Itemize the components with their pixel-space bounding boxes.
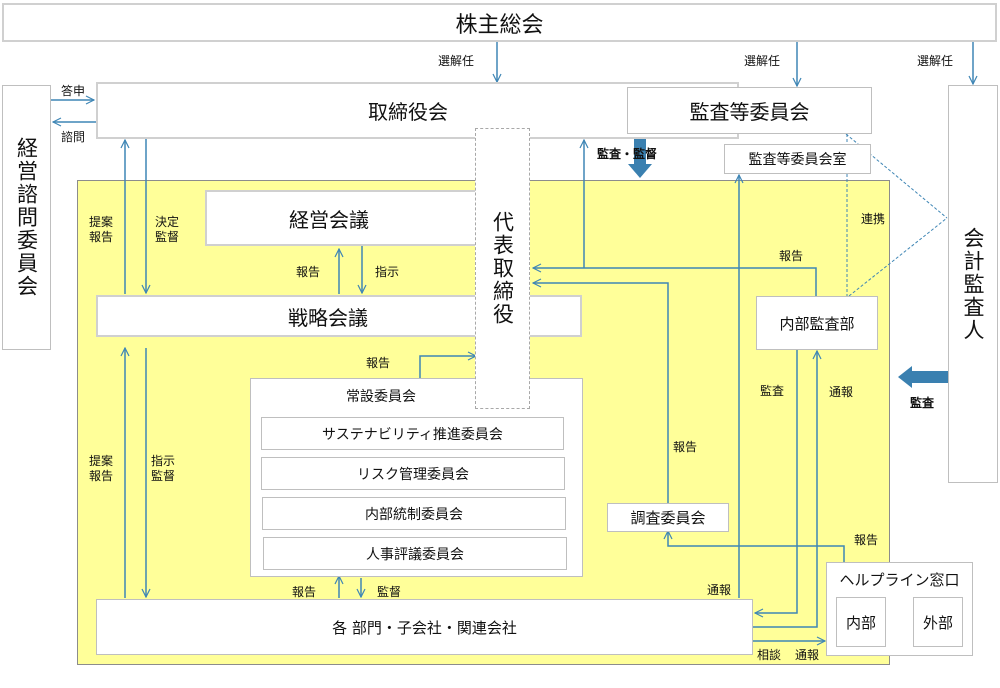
standing-committee-item: 内部統制委員会: [262, 497, 566, 530]
management-meeting-title: 経営会議: [289, 207, 369, 232]
label-appoint-board: 選解任: [438, 54, 475, 68]
representative-director-title: 代表取締役: [490, 211, 515, 326]
standing-committees-title: 常設委員会: [346, 389, 416, 405]
label-propose-report-board: 提案報告: [89, 215, 114, 244]
label-accounting-audit: 監査: [910, 396, 935, 410]
label-helpline-report: 報告: [854, 533, 879, 547]
label-whistleblow-helpline: 通報: [795, 648, 820, 662]
line-whistleblow-internal-audit: [752, 351, 817, 628]
line-standing-report: [419, 356, 476, 378]
thick-arrow-audit-supervise: [628, 134, 652, 178]
label-whistleblow-audit-office: 通報: [707, 583, 732, 597]
audit-committee-title: 監査等委員会: [689, 100, 810, 124]
label-instruct-mgmt: 指示: [375, 265, 400, 279]
label-appoint-audit-committee: 選解任: [744, 54, 781, 68]
dashed-internal-audit-accounting-auditor: [848, 217, 948, 297]
label-audit-depts: 監査: [760, 384, 785, 398]
accounting-auditor-title: 会計監査人: [961, 226, 985, 342]
management-meeting-box: 経営会議: [205, 190, 487, 246]
label-consultation: 相談: [757, 648, 782, 662]
label-audit-supervise: 監査・監督: [597, 147, 658, 161]
helpline-box: ヘルプライン窓口 内部 外部: [826, 562, 973, 656]
standing-committee-item-label: 人事評議委員会: [366, 546, 464, 563]
label-consult: 諮問: [61, 130, 86, 144]
line-investigation-report: [533, 283, 669, 503]
standing-committee-item: 人事評議委員会: [263, 537, 567, 570]
audit-committee-office-title: 監査等委員会室: [748, 152, 847, 168]
departments-box: 各 部門・子会社・関連会社: [96, 599, 753, 655]
label-report-standing: 報告: [292, 585, 317, 599]
departments-title: 各 部門・子会社・関連会社: [332, 618, 517, 637]
representative-director-box: 代表取締役: [475, 128, 530, 409]
label-internal-audit-report: 報告: [779, 249, 804, 263]
standing-committee-item: リスク管理委員会: [261, 457, 565, 490]
label-propose-report-depts: 提案報告: [89, 454, 114, 483]
internal-audit-dept-box: 内部監査部: [756, 296, 878, 350]
helpline-internal: 内部: [836, 597, 886, 647]
strategy-meeting-title: 戦略会議: [288, 305, 368, 330]
management-advisory-committee-box: 経営諮問委員会: [2, 85, 51, 350]
helpline-external: 外部: [913, 597, 963, 647]
line-audit-depts: [755, 348, 798, 613]
investigation-committee-box: 調査委員会: [607, 503, 729, 532]
thick-arrow-accounting-audit: [898, 366, 948, 388]
label-supervise-standing: 監督: [377, 585, 402, 599]
label-decide-supervise: 決定監督: [155, 215, 180, 244]
audit-committee-box: 監査等委員会: [627, 87, 872, 134]
line-internal-audit-report: [533, 268, 817, 296]
investigation-committee-title: 調査委員会: [630, 509, 706, 527]
label-instruct-supervise-depts: 指示監督: [151, 454, 176, 483]
internal-audit-dept-title: 内部監査部: [779, 314, 855, 333]
label-investigation-report: 報告: [673, 440, 698, 454]
management-advisory-committee-title: 経営諮問委員会: [14, 137, 39, 298]
standing-committee-item-label: サステナビリティ推進委員会: [322, 426, 503, 443]
standing-committees-box: 常設委員会 サステナビリティ推進委員会 リスク管理委員会 内部統制委員会 人事評…: [250, 378, 583, 577]
line-helpline-report: [668, 531, 845, 562]
standing-committee-item-label: 内部統制委員会: [365, 506, 463, 523]
helpline-external-label: 外部: [922, 613, 953, 632]
helpline-title: ヘルプライン窓口: [839, 571, 960, 589]
label-report-answer: 答申: [61, 84, 86, 98]
label-appoint-accounting-auditor: 選解任: [917, 54, 954, 68]
shareholders-meeting-box: 株主総会: [2, 3, 997, 42]
label-standing-report: 報告: [366, 356, 391, 370]
label-whistleblow-internal-audit: 通報: [829, 385, 854, 399]
label-report-mgmt: 報告: [296, 265, 321, 279]
standing-committee-item: サステナビリティ推進委員会: [261, 417, 564, 450]
accounting-auditor-box: 会計監査人: [948, 85, 998, 483]
label-cooperate: 連携: [861, 212, 886, 226]
helpline-internal-label: 内部: [845, 613, 876, 632]
shareholders-meeting-title: 株主総会: [455, 12, 544, 38]
standing-committee-item-label: リスク管理委員会: [357, 466, 469, 483]
audit-committee-office-box: 監査等委員会室: [724, 144, 871, 174]
board-of-directors-title: 取締役会: [368, 100, 448, 124]
